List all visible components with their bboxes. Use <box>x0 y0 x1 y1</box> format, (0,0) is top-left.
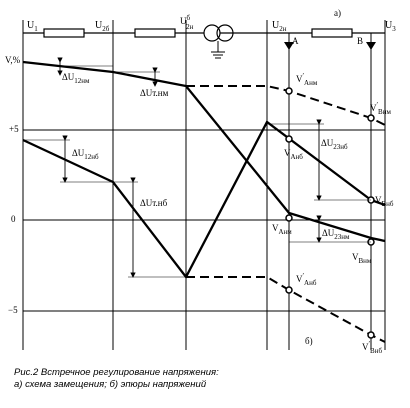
impedance-z12 <box>43 28 85 38</box>
node-u2n: U2н <box>272 20 287 33</box>
tick-minus5: −5 <box>8 305 18 315</box>
impedance-zt <box>134 28 176 38</box>
impedance-z23 <box>311 28 353 38</box>
sub-label-b: б) <box>305 336 313 346</box>
label-vbnm: VВнм <box>352 252 372 265</box>
label-vanb: VАнб <box>284 148 303 161</box>
tail-min <box>370 236 386 243</box>
point-vanm <box>285 214 293 222</box>
figure-caption: Рис.2 Встречное регулирование напряжения… <box>14 367 219 391</box>
label-dutnb: ΔUт.нб <box>140 198 168 208</box>
caption-line-1: Рис.2 Встречное регулирование напряжения… <box>14 367 219 378</box>
point-vbnb-prime <box>367 331 375 339</box>
point-vbnm-prime <box>367 114 375 122</box>
point-b-label: B <box>357 36 363 46</box>
label-du23nb: ΔU23нб <box>321 138 348 151</box>
voltage-profiles <box>22 60 386 343</box>
point-vanb-prime <box>285 286 293 294</box>
label-du12nm: ΔU12нм <box>62 72 90 85</box>
label-dutnm: ΔUт.нм <box>140 88 169 98</box>
point-a-label: A <box>292 36 299 46</box>
sub-label-a: а) <box>334 8 341 18</box>
axis-v-label: V,% <box>5 55 21 65</box>
label-vbnb: VВнб <box>375 195 394 208</box>
node-u3: U3 <box>385 20 396 33</box>
section-lines <box>22 20 386 350</box>
point-vanm-prime <box>285 87 293 95</box>
label-vanb-prime: V′Анб <box>296 272 317 287</box>
caption-line-2: а) схема замещения; б) эпюры напряжений <box>14 379 207 390</box>
label-du12nb: ΔU12нб <box>72 148 99 161</box>
tick-plus5: +5 <box>9 124 19 134</box>
level-lines <box>23 129 385 312</box>
label-vbnb-prime: V′Внб <box>362 340 382 355</box>
drop-dimensions <box>23 57 371 278</box>
label-du23nm: ΔU23нм <box>322 228 350 241</box>
transformer-icon <box>203 24 234 59</box>
label-vanm-prime: V′Анм <box>296 72 318 87</box>
profile-max-load-nonregulated <box>186 276 386 343</box>
label-vanm: VАнм <box>272 223 292 236</box>
point-vanb <box>285 135 293 143</box>
label-vbnm-prime: V′Внм <box>370 101 391 116</box>
node-u1: U1 <box>27 20 38 33</box>
voltage-points <box>285 87 375 339</box>
dimension-labels: ΔU12нм ΔUт.нм ΔU12нб ΔUт.нб ΔU23нб ΔU23н… <box>62 72 394 355</box>
node-u2b: U2б <box>95 20 110 33</box>
tick-zero: 0 <box>11 214 16 224</box>
